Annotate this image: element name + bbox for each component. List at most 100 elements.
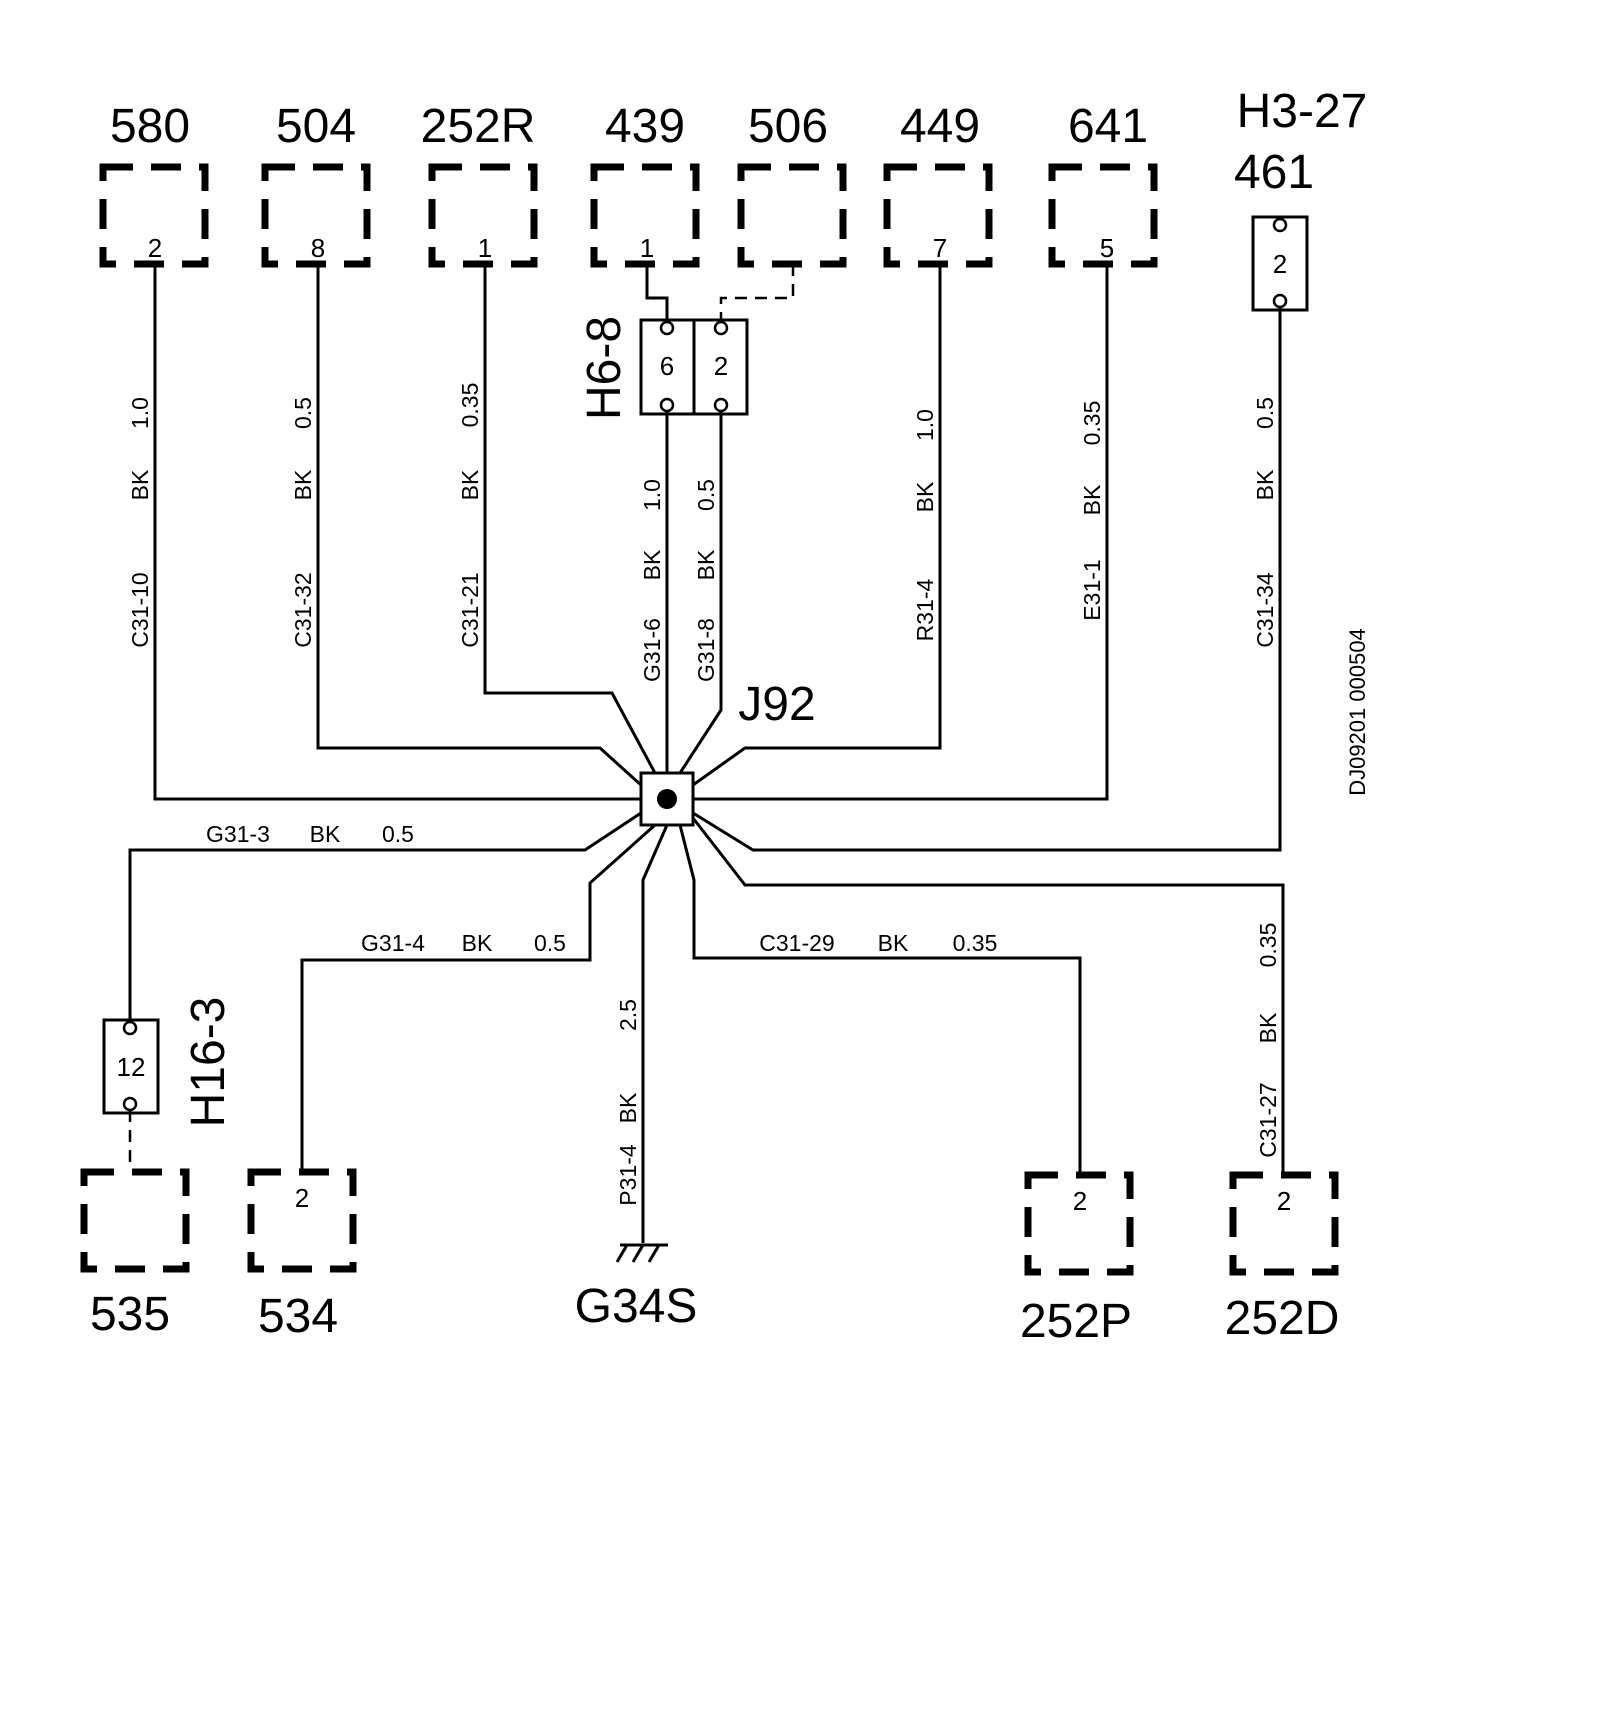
wire-449-gauge: 1.0 xyxy=(912,409,938,441)
wire-252d-circuit: C31-27 xyxy=(1255,1082,1281,1157)
connector-504-box xyxy=(261,163,371,268)
wire-580-circuit: C31-10 xyxy=(127,572,153,647)
wire-535-color: BK xyxy=(310,821,341,847)
wire-449-color: BK xyxy=(912,481,938,512)
wire-252p-gauge: 0.35 xyxy=(953,930,998,956)
wire-252d-gauge: 0.35 xyxy=(1255,923,1281,968)
wire-534 xyxy=(300,823,656,1172)
connector-449-box xyxy=(883,163,993,268)
ground-g34s-label: G34S xyxy=(575,1280,698,1333)
wire-641-gauge: 0.35 xyxy=(1079,401,1105,446)
splice-j92-label: J92 xyxy=(738,678,815,731)
wire-g34s xyxy=(641,824,669,1243)
pin-h6-8-b: 2 xyxy=(714,351,728,381)
connector-504-label: 504 xyxy=(276,100,356,153)
connector-641-box xyxy=(1048,163,1158,268)
connector-461-label: 461 xyxy=(1234,146,1314,199)
wire-641-circuit: E31-1 xyxy=(1079,559,1105,620)
wire-252r-color: BK xyxy=(457,469,483,500)
connector-580-label: 580 xyxy=(110,100,190,153)
wire-label-580: C31-10 BK 1.0 xyxy=(127,397,153,648)
splice-j92-node xyxy=(657,789,677,809)
pin-449: 7 xyxy=(933,233,947,263)
connector-h3-27-label: H3-27 xyxy=(1237,85,1368,138)
connector-535-label: 535 xyxy=(90,1288,170,1341)
connector-534-label: 534 xyxy=(258,1290,338,1343)
wire-534-color: BK xyxy=(462,930,493,956)
wire-252p-circuit: C31-29 xyxy=(759,930,834,956)
wire-252d-color: BK xyxy=(1255,1012,1281,1043)
wire-461-gauge: 0.5 xyxy=(1252,397,1278,429)
wire-504 xyxy=(316,264,643,787)
wire-252r xyxy=(483,264,657,774)
pin-439: 1 xyxy=(640,233,654,263)
connector-252r-label: 252R xyxy=(421,100,536,153)
wire-label-449: R31-4 BK 1.0 xyxy=(912,409,938,641)
wire-label-g34s: P31-4 BK 2.5 xyxy=(615,999,641,1206)
wire-461-color: BK xyxy=(1252,469,1278,500)
connector-h6-8-label: H6-8 xyxy=(578,316,631,420)
wire-580 xyxy=(153,264,641,801)
wire-461 xyxy=(692,307,1282,852)
wire-641-color: BK xyxy=(1079,484,1105,515)
wire-506-color: BK xyxy=(693,549,719,580)
wire-580-color: BK xyxy=(127,469,153,500)
pin-461-bottom xyxy=(1272,293,1288,309)
wire-252p xyxy=(678,824,1082,1175)
wire-580-gauge: 1.0 xyxy=(127,397,153,429)
wire-439-color: BK xyxy=(639,549,665,580)
wire-504-circuit: C31-32 xyxy=(290,572,316,647)
connector-439-box xyxy=(590,163,700,268)
wire-252r-gauge: 0.35 xyxy=(457,383,483,428)
wire-504-gauge: 0.5 xyxy=(290,397,316,429)
connector-h16-3-label: H16-3 xyxy=(182,997,235,1128)
wire-label-641: E31-1 BK 0.35 xyxy=(1079,401,1105,621)
wire-534-gauge: 0.5 xyxy=(534,930,566,956)
wire-506-circuit: G31-8 xyxy=(693,618,719,682)
pin-h16-3: 12 xyxy=(117,1052,146,1082)
connector-506-box xyxy=(737,163,847,268)
ground-icon xyxy=(615,1243,668,1263)
wire-449-circuit: R31-4 xyxy=(912,578,938,641)
wire-641 xyxy=(693,264,1109,801)
connector-506-label: 506 xyxy=(748,100,828,153)
pin-580: 2 xyxy=(148,233,162,263)
wire-g34s-gauge: 2.5 xyxy=(615,999,641,1031)
pin-h6-8-a-bottom xyxy=(659,397,675,413)
wire-535-circuit: G31-3 xyxy=(206,821,270,847)
wire-504-color: BK xyxy=(290,469,316,500)
pin-h6-8-b-bottom xyxy=(713,397,729,413)
connector-449-label: 449 xyxy=(900,100,980,153)
pin-h6-8-b-top xyxy=(713,320,729,336)
pin-252d: 2 xyxy=(1277,1186,1291,1216)
wire-449 xyxy=(692,264,942,787)
connector-252r-box xyxy=(428,163,538,268)
wire-label-504: C31-32 BK 0.5 xyxy=(290,397,316,648)
pin-641: 5 xyxy=(1100,233,1114,263)
pin-h6-8-a: 6 xyxy=(660,351,674,381)
pin-504: 8 xyxy=(311,233,325,263)
wire-506-gauge: 0.5 xyxy=(693,479,719,511)
wire-label-439: G31-6 BK 1.0 xyxy=(639,479,665,682)
wire-252d xyxy=(691,817,1285,1175)
wire-461-circuit: C31-34 xyxy=(1252,572,1278,648)
wire-g34s-circuit: P31-4 xyxy=(615,1144,641,1206)
wire-439-gauge: 1.0 xyxy=(639,479,665,511)
connector-534-box xyxy=(247,1168,357,1273)
connector-252d-box xyxy=(1229,1171,1339,1276)
wire-label-461: C31-34 BK 0.5 xyxy=(1252,397,1278,648)
pin-252p: 2 xyxy=(1073,1186,1087,1216)
connector-439-label: 439 xyxy=(605,100,685,153)
pin-461-top xyxy=(1272,217,1288,233)
wire-label-252d: C31-27 BK 0.35 xyxy=(1255,923,1281,1158)
wire-252p-color: BK xyxy=(878,930,909,956)
wire-535-gauge: 0.5 xyxy=(382,821,414,847)
pin-h16-3-bottom xyxy=(122,1096,138,1112)
connector-535-box xyxy=(80,1168,190,1273)
wire-g34s-color: BK xyxy=(615,1092,641,1123)
wire-label-506: G31-8 BK 0.5 xyxy=(693,479,719,682)
pin-534: 2 xyxy=(295,1183,309,1213)
pin-461: 2 xyxy=(1273,249,1287,279)
pin-h16-3-top xyxy=(122,1020,138,1036)
